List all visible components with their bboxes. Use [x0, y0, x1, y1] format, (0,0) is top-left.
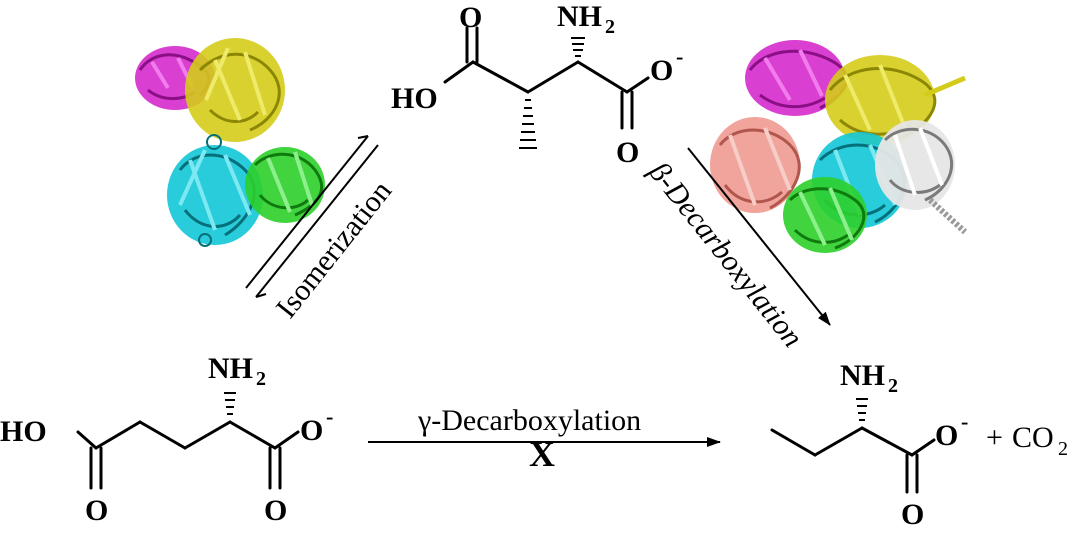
atom-ho-top: HO	[391, 82, 438, 115]
molecule-bottom-right: NH 2 O - O	[770, 359, 968, 531]
co2-subscript: 2	[1058, 438, 1068, 460]
hashed-wedge-methyl	[519, 99, 537, 149]
beta-decarboxylation-arrow	[687, 147, 831, 326]
molecule-top: O HO NH 2 O - O	[391, 0, 683, 169]
protein-domain-cyan	[167, 134, 263, 247]
atom-o-bottom-bottom-right: O	[901, 498, 924, 529]
protein-domain-yellow	[185, 38, 285, 142]
atom-o-carboxylate-bottom-left: O	[300, 414, 323, 447]
blocked-x-icon: X	[529, 434, 555, 474]
charge-minus-bottom-left: -	[326, 404, 333, 429]
gamma-decarboxylation-label: γ-Decarboxylation	[417, 404, 641, 437]
protein-domain-green-right	[783, 177, 867, 253]
atom-nh-subscript-bottom-right: 2	[888, 375, 898, 397]
protein-domain-magenta-right	[745, 40, 849, 116]
atom-nh-bottom-right: NH	[840, 359, 885, 392]
plus-sign: +	[986, 421, 1003, 454]
co2-formula: CO	[1012, 421, 1054, 454]
hashed-wedge-nh2-bottom-left	[224, 392, 236, 415]
protein-domain-white-right	[875, 120, 968, 235]
protein-structure-right-icon	[710, 40, 968, 253]
charge-minus-top: -	[676, 44, 683, 69]
atom-o-carboxylate-bottom-right: O	[935, 419, 958, 452]
atom-ho-bottom-left: HO	[0, 415, 47, 448]
protein-domain-salmon-right	[710, 117, 801, 213]
isomerization-equilibrium-arrows	[245, 135, 379, 298]
protein-structure-left-icon	[135, 38, 325, 247]
atom-nh-top: NH	[557, 0, 602, 33]
co2-product: + CO 2	[986, 421, 1068, 460]
atom-nh-subscript-bottom-left: 2	[256, 368, 266, 390]
atom-nh-subscript-top: 2	[605, 16, 615, 38]
hashed-wedge-nh2-bottom-right	[856, 398, 868, 421]
hashed-wedge-nh2	[571, 37, 585, 57]
atom-o-right-bottom-left: O	[264, 494, 287, 527]
atom-o-top-left: O	[459, 1, 482, 34]
atom-nh-bottom-left: NH	[208, 352, 253, 385]
atom-o-bottom-top: O	[616, 136, 639, 169]
protein-domain-green	[245, 147, 325, 223]
charge-minus-bottom-right: -	[961, 409, 968, 434]
atom-o-left-bottom-left: O	[85, 494, 108, 527]
molecule-bottom-left: HO NH 2 O - O O	[0, 352, 333, 527]
atom-o-carboxylate-top: O	[650, 54, 673, 87]
